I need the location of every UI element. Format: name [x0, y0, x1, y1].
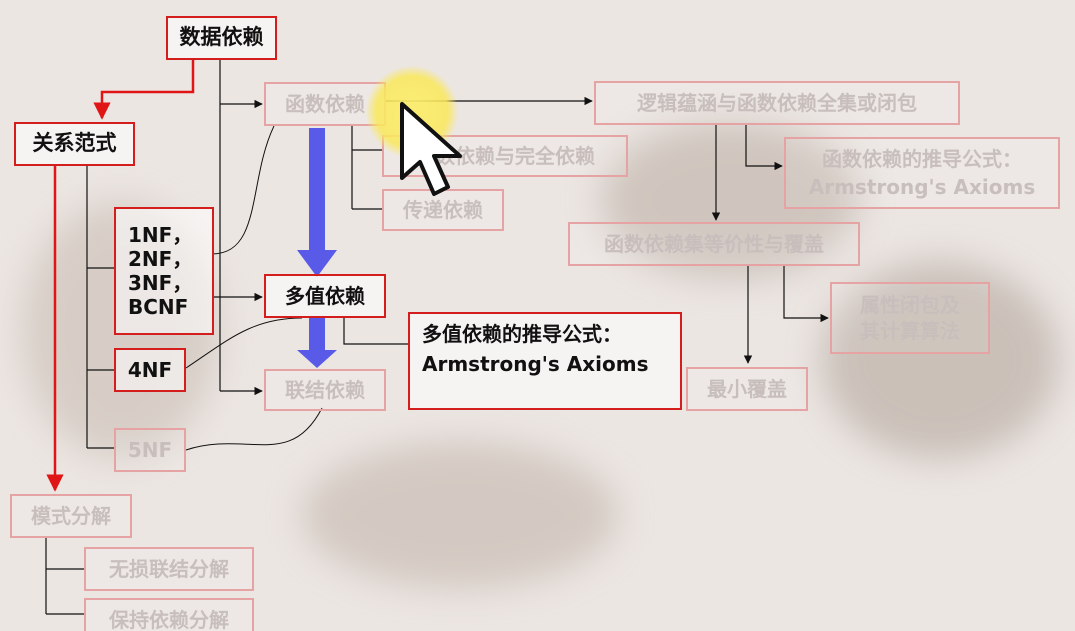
attr-closure-line-2: 其计算算法	[860, 319, 960, 343]
node-minimal-cover[interactable]: 最小覆盖	[686, 367, 808, 411]
attr-closure-line-1: 属性闭包及	[860, 293, 960, 317]
nf-3: 3NF，	[128, 271, 193, 295]
node-normal-forms[interactable]: 关系范式	[14, 122, 135, 166]
red-arrow-root-to-nf	[93, 60, 195, 120]
mvd-axioms-line-1: 多值依赖的推导公式：	[422, 322, 622, 346]
node-5nf[interactable]: 5NF	[114, 428, 186, 472]
curve-4nf-to-mvd	[185, 317, 303, 369]
node-fd-closure[interactable]: 逻辑蕴涵与函数依赖全集或闭包	[594, 81, 960, 125]
fd-axioms-line-1: 函数依赖的推导公式：	[822, 147, 1022, 171]
blue-arrow-mvd-to-jd	[297, 316, 337, 368]
node-attribute-closure[interactable]: 属性闭包及 其计算算法	[830, 282, 990, 354]
node-lossless-join-decomposition[interactable]: 无损联结分解	[84, 547, 254, 591]
node-label: 最小覆盖	[707, 377, 787, 401]
node-label: 联结依赖	[285, 378, 365, 402]
background-texture	[820, 260, 1060, 460]
node-mvd-axioms[interactable]: 多值依赖的推导公式： Armstrong's Axioms	[408, 312, 682, 410]
node-label: 传递依赖	[403, 198, 483, 222]
node-label: 数据依赖	[179, 25, 264, 50]
node-label: 关系范式	[32, 131, 117, 156]
node-nf-group[interactable]: 1NF， 2NF， 3NF， BCNF	[114, 207, 214, 335]
mouse-pointer-icon	[400, 102, 462, 196]
node-join-dependency[interactable]: 联结依赖	[264, 369, 386, 411]
curve-nf-group-to-fd	[211, 125, 275, 255]
background-texture	[300, 440, 620, 590]
blue-arrow-fd-to-mvd	[297, 128, 337, 277]
curve-5nf-to-jd	[185, 407, 323, 451]
nf-1: 1NF，	[128, 223, 193, 247]
node-schema-decomposition[interactable]: 模式分解	[10, 494, 132, 538]
nf-bcnf: BCNF	[128, 295, 189, 319]
node-label: 模式分解	[31, 504, 111, 528]
node-dependency-preserving-decomposition[interactable]: 保持依赖分解	[84, 598, 254, 631]
node-data-dependency[interactable]: 数据依赖	[166, 16, 277, 60]
nf-2: 2NF，	[128, 247, 193, 271]
arrow-closure-to-axioms	[745, 125, 783, 171]
node-label: 保持依赖分解	[109, 608, 229, 631]
background-texture	[600, 120, 860, 280]
node-4nf[interactable]: 4NF	[114, 348, 186, 392]
node-label: 5NF	[127, 438, 173, 462]
branch-mvd-to-axioms	[343, 318, 408, 345]
node-multivalued-dependency[interactable]: 多值依赖	[264, 274, 386, 318]
node-label: 逻辑蕴涵与函数依赖全集或闭包	[637, 91, 917, 115]
node-functional-dependency[interactable]: 函数依赖	[264, 82, 386, 126]
node-fd-equivalence-cover[interactable]: 函数依赖集等价性与覆盖	[568, 222, 860, 266]
fd-axioms-line-2: Armstrong's Axioms	[808, 175, 1036, 199]
mvd-axioms-line-2: Armstrong's Axioms	[422, 352, 649, 376]
arrow-equiv-to-attr	[783, 266, 829, 323]
node-fd-axioms[interactable]: 函数依赖的推导公式： Armstrong's Axioms	[784, 137, 1060, 209]
node-label: 4NF	[127, 358, 173, 382]
node-label: 函数依赖集等价性与覆盖	[604, 232, 824, 256]
node-label: 函数依赖	[285, 92, 365, 116]
node-label: 多值依赖	[285, 284, 365, 308]
node-label: 无损联结分解	[109, 557, 229, 581]
